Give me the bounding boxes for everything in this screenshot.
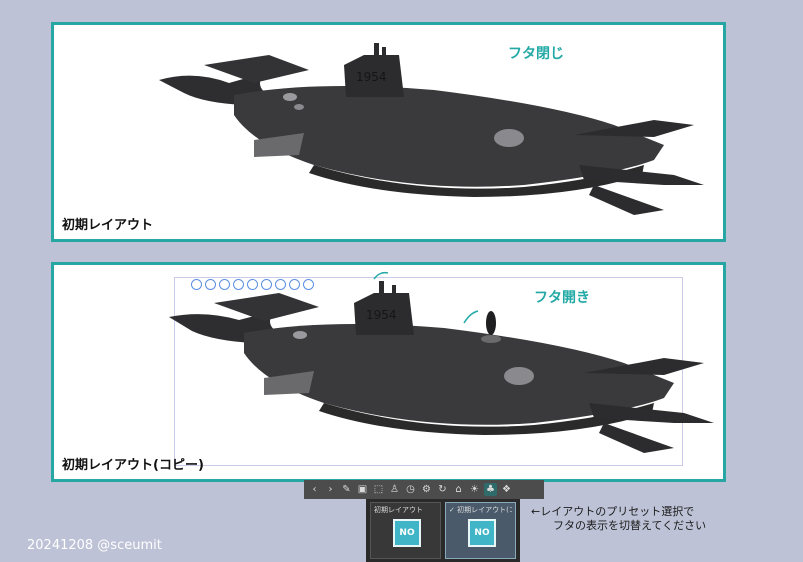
preset-initial-layout-copy[interactable]: ✓ 初期レイアウト(コピー) NO (445, 502, 516, 559)
hull-number: 1954 (356, 70, 387, 84)
frame-icon[interactable]: ⬚ (373, 484, 384, 495)
note-lid-open: フタ開き (534, 290, 590, 306)
transform-handles[interactable] (191, 279, 314, 290)
reset-handle-icon[interactable] (303, 279, 314, 290)
preset-initial-layout[interactable]: 初期レイアウト NO (370, 502, 441, 559)
check-icon: ✓ (449, 506, 455, 514)
camera-icon[interactable]: ▣ (357, 484, 368, 495)
layers-icon[interactable]: ❖ (502, 484, 511, 495)
panel-closed-lid: 1954 フタ閉じ 初期レイアウト (51, 22, 726, 242)
panel-label-initial-layout: 初期レイアウト (62, 218, 154, 233)
preset-thumbnail: NO (468, 519, 496, 547)
note-lid-closed: フタ閉じ (508, 46, 564, 62)
light-handle-icon[interactable] (275, 279, 286, 290)
preset-label: ✓ 初期レイアウト(コピー) (449, 505, 512, 515)
camera-handle-icon[interactable] (261, 279, 272, 290)
move-handle-icon[interactable] (205, 279, 216, 290)
panel-open-lid: 1954 フタ開き 初期レイアウト(コピー) (51, 262, 726, 482)
layout-preset-icon[interactable]: ♣ (484, 483, 497, 496)
instruction-line-1: ←レイアウトのプリセット選択で (531, 505, 695, 518)
gear-icon[interactable]: ⚙ (422, 484, 431, 495)
selection-box[interactable] (174, 277, 683, 466)
light-icon[interactable]: ☀ (470, 484, 479, 495)
head-handle-icon[interactable] (247, 279, 258, 290)
layout-preset-panel: 初期レイアウト NO ✓ 初期レイアウト(コピー) NO (366, 499, 520, 562)
instruction-line-2: フタの表示を切替えてください (553, 519, 707, 532)
watermark: 20241208 @sceumit (27, 538, 162, 553)
clock-icon[interactable]: ◷ (406, 484, 415, 495)
pan-handle-icon[interactable] (233, 279, 244, 290)
preset-thumbnail: NO (393, 519, 421, 547)
instruction-text: ←レイアウトのプリセット選択で フタの表示を切替えてください (531, 505, 706, 533)
panel-label-initial-layout-copy: 初期レイアウト(コピー) (62, 458, 204, 473)
hull-number: 1954 (366, 308, 397, 322)
submarine-closed-illustration: 1954 (159, 43, 704, 215)
chevron-right-icon[interactable]: › (328, 484, 333, 495)
3d-object-toolbar: ‹ › ✎ ▣ ⬚ ♙ ◷ ⚙ ↻ ⌂ ☀ ♣ ❖ (304, 480, 544, 499)
scale-handle-icon[interactable] (219, 279, 230, 290)
preset-label: 初期レイアウト (374, 506, 423, 514)
person-icon[interactable]: ♙ (390, 484, 399, 495)
lock-icon[interactable]: ⌂ (455, 484, 462, 495)
preset-label-text: 初期レイアウト(コピー) (457, 506, 512, 514)
wrench-icon[interactable]: ✎ (342, 484, 351, 495)
refresh-icon[interactable]: ↻ (438, 484, 447, 495)
submarine-open-illustration: 1954 (169, 271, 714, 453)
rotate-handle-icon[interactable] (191, 279, 202, 290)
ground-handle-icon[interactable] (289, 279, 300, 290)
chevron-left-icon[interactable]: ‹ (312, 484, 317, 495)
